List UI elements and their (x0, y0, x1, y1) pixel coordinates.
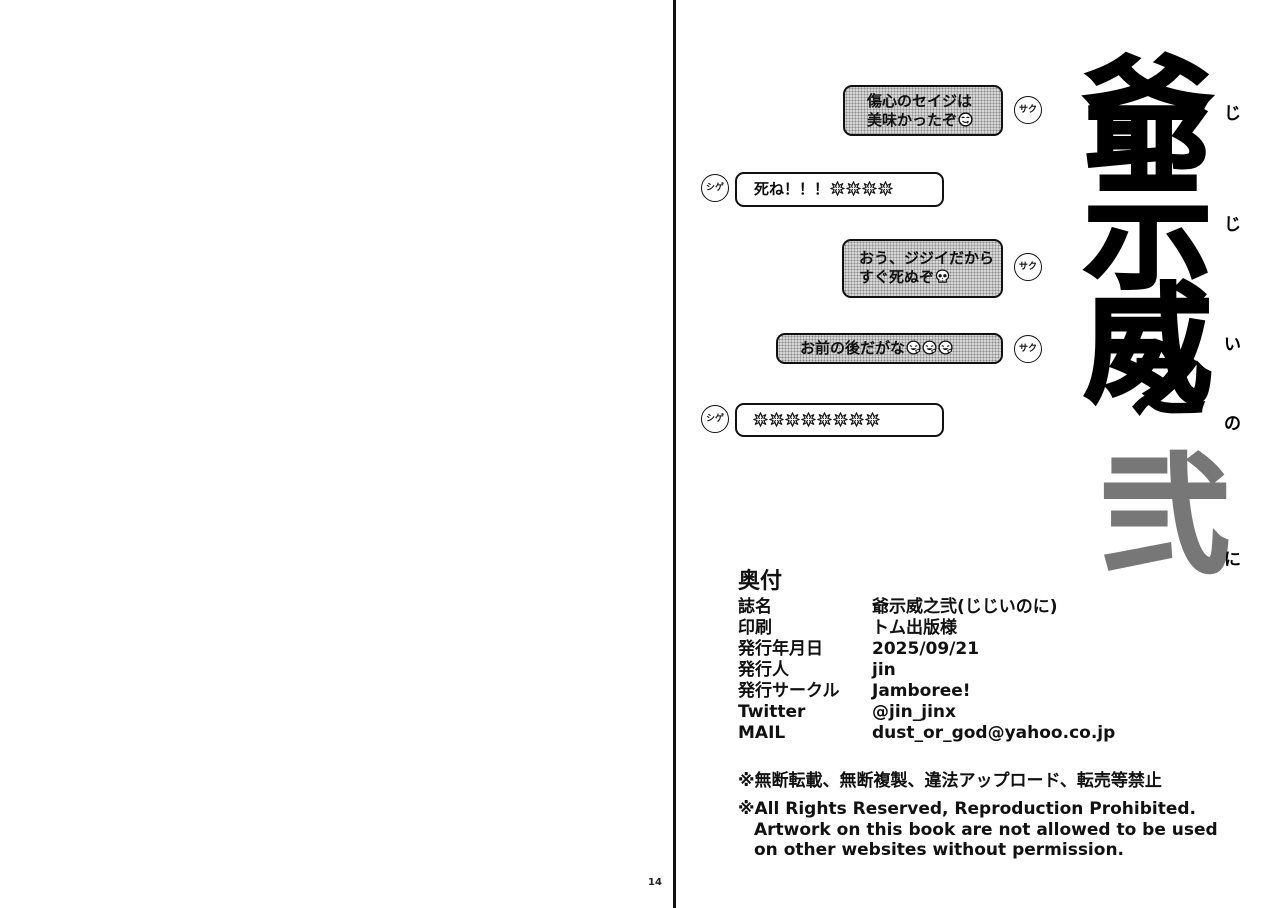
anger-icon (817, 412, 832, 427)
title-ruby-5: に (1224, 550, 1241, 570)
colophon-row-printer: 印刷 トム出版様 (738, 618, 1115, 639)
notice-english-line-3: on other websites without permission. (754, 840, 1124, 860)
title-kanji-5: 弐 (1099, 441, 1230, 591)
anger-icon (833, 412, 848, 427)
colophon-label: 発行年月日 (738, 639, 823, 659)
colophon-label: 発行人 (738, 660, 789, 680)
chat-bubble-4: お前の後だがな (776, 333, 1003, 364)
colophon-label: MAIL (738, 723, 786, 743)
colophon-value: @jin_jinx (872, 702, 956, 722)
anger-icon (785, 412, 800, 427)
title-ruby-3: い (1224, 335, 1241, 355)
colophon-label: Twitter (738, 702, 806, 722)
chat-bubble-2-emoji-row (829, 180, 893, 198)
anger-icon (849, 412, 864, 427)
title-kanji-1: 爺 (1082, 44, 1213, 194)
anger-icon (862, 181, 877, 196)
anger-icon (769, 412, 784, 427)
book-spine-divider (673, 0, 676, 908)
colophon-row-publisher: 発行人 jin (738, 660, 1115, 681)
chat-bubble-3-line-1: おう、ジジイだから (859, 249, 995, 267)
notice-english: ※All Rights Reserved, Reproduction Prohi… (738, 799, 1218, 861)
colophon-row-twitter: Twitter @jin_jinx (738, 702, 1115, 723)
chat-bubble-5-emoji-row (752, 411, 880, 429)
colophon-value: jin (872, 660, 896, 680)
title-kanji-2: 示 (1082, 157, 1213, 307)
yum-face-icon (958, 112, 973, 127)
colophon-value: Jamboree! (872, 681, 971, 701)
point-laugh-icon (938, 340, 953, 355)
chat-bubble-5 (735, 403, 944, 437)
anger-icon (753, 412, 768, 427)
anger-icon (878, 181, 893, 196)
title-ruby-4: の (1224, 414, 1241, 434)
chat-bubble-1-line-2: 美味かったぞ (867, 111, 958, 129)
chat-bubble-4-line-1: お前の後だがな (800, 339, 906, 357)
notice-japanese: ※無断転載、無断複製、違法アップロード、転売等禁止 (738, 771, 1162, 791)
title-ruby-1: じ (1224, 104, 1241, 124)
speaker-badge-saku: サク (1014, 253, 1042, 281)
chat-bubble-1-line-1: 傷心のセイジは (867, 92, 973, 110)
colophon-value: トム出版様 (872, 618, 957, 638)
colophon-label: 発行サークル (738, 681, 840, 701)
page-number: 14 (648, 877, 662, 888)
speaker-badge-shige: シゲ (701, 405, 729, 433)
notice-english-line-1: ※All Rights Reserved, Reproduction Prohi… (738, 799, 1197, 819)
colophon-table: 誌名 爺示威之弐(じじいのに) 印刷 トム出版様 発行年月日 2025/09/21 発… (738, 597, 1115, 744)
anger-icon (830, 181, 845, 196)
colophon-row-title: 誌名 爺示威之弐(じじいのに) (738, 597, 1115, 618)
colophon-row-mail: MAIL dust_or_god@yahoo.co.jp (738, 723, 1115, 744)
speaker-badge-saku: サク (1014, 96, 1042, 124)
colophon-heading: 奥付 (738, 569, 783, 594)
title-ruby-2: じ (1224, 215, 1241, 235)
title-kanji-4: 之 (1130, 339, 1205, 424)
chat-bubble-1: 傷心のセイジは 美味かったぞ (843, 85, 1003, 136)
skull-icon (935, 269, 950, 283)
chat-bubble-3: おう、ジジイだから すぐ死ぬぞ (842, 239, 1003, 298)
colophon-value: dust_or_god@yahoo.co.jp (872, 723, 1116, 743)
colophon-label: 印刷 (738, 618, 772, 638)
speaker-badge-shige: シゲ (701, 174, 729, 202)
anger-icon (846, 181, 861, 196)
point-laugh-icon (922, 340, 937, 355)
chat-bubble-2: 死ね！！！ (735, 172, 944, 207)
colophon-value: 2025/09/21 (872, 639, 980, 659)
title-kanji-3: 威 (1082, 271, 1213, 421)
anger-icon (865, 412, 880, 427)
speaker-badge-saku: サク (1014, 335, 1042, 363)
notice-english-line-2: Artwork on this book are not allowed to … (754, 819, 1218, 840)
chat-bubble-2-line-1: 死ね！！！ (754, 180, 830, 198)
chat-bubble-3-line-2: すぐ死ぬぞ (859, 268, 935, 286)
colophon-value: 爺示威之弐(じじいのに) (872, 597, 1058, 617)
left-page (0, 0, 673, 908)
colophon-row-date: 発行年月日 2025/09/21 (738, 639, 1115, 660)
chat-bubble-4-emoji-row (905, 339, 953, 357)
colophon-row-circle: 発行サークル Jamboree! (738, 681, 1115, 702)
colophon-label: 誌名 (738, 597, 772, 617)
anger-icon (801, 412, 816, 427)
point-laugh-icon (906, 340, 921, 355)
